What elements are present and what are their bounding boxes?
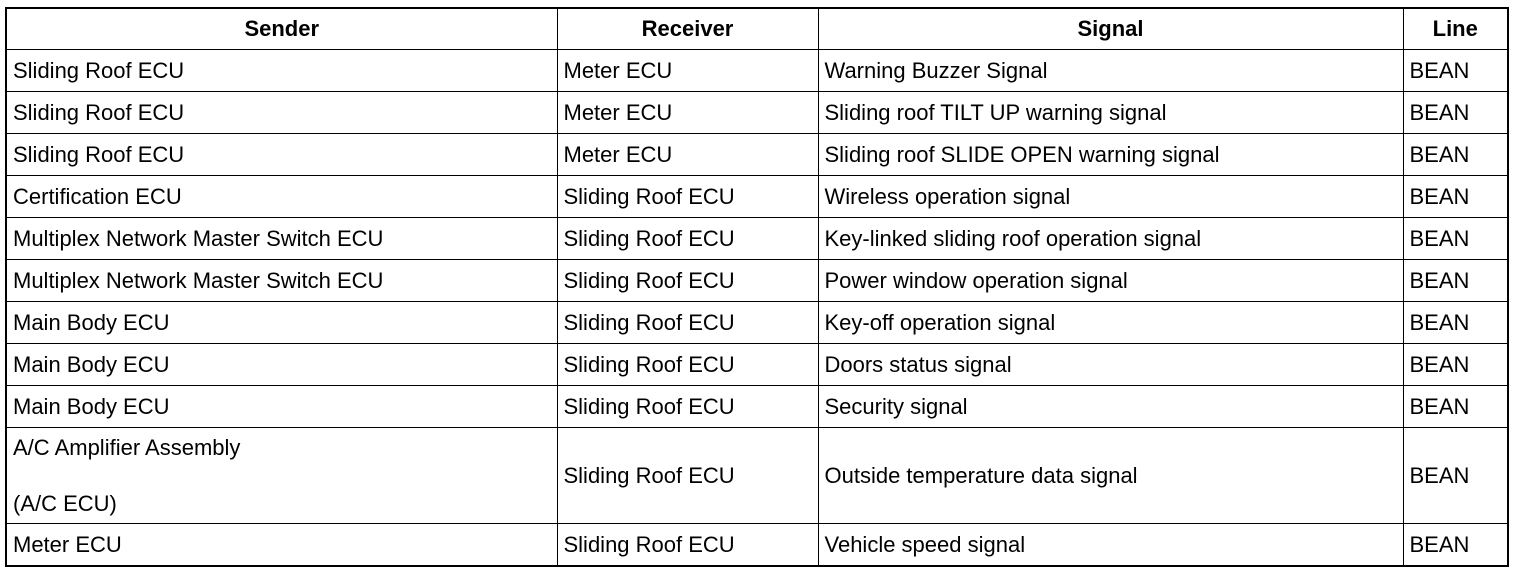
table-row: Sliding Roof ECU Meter ECU Sliding roof … xyxy=(5,91,1509,134)
header-receiver: Receiver xyxy=(556,7,819,50)
cell-line: BEAN xyxy=(1402,49,1509,92)
cell-signal: Warning Buzzer Signal xyxy=(817,49,1404,92)
cell-signal: Power window operation signal xyxy=(817,259,1404,302)
cell-sender: Main Body ECU xyxy=(5,385,558,428)
cell-signal: Key-linked sliding roof operation signal xyxy=(817,217,1404,260)
cell-line: BEAN xyxy=(1402,91,1509,134)
cell-receiver: Sliding Roof ECU xyxy=(556,427,819,524)
cell-receiver: Sliding Roof ECU xyxy=(556,301,819,344)
cell-receiver: Meter ECU xyxy=(556,91,819,134)
cell-line: BEAN xyxy=(1402,427,1509,524)
communication-table: Sender Receiver Signal Line Sliding Roof… xyxy=(5,7,1509,567)
cell-sender: Multiplex Network Master Switch ECU xyxy=(5,259,558,302)
header-line: Line xyxy=(1402,7,1509,50)
table-row: Main Body ECU Sliding Roof ECU Doors sta… xyxy=(5,343,1509,386)
table-row: Main Body ECU Sliding Roof ECU Key-off o… xyxy=(5,301,1509,344)
cell-receiver: Sliding Roof ECU xyxy=(556,259,819,302)
cell-line: BEAN xyxy=(1402,385,1509,428)
cell-receiver: Meter ECU xyxy=(556,133,819,176)
cell-signal: Security signal xyxy=(817,385,1404,428)
cell-signal: Sliding roof SLIDE OPEN warning signal xyxy=(817,133,1404,176)
cell-receiver: Sliding Roof ECU xyxy=(556,217,819,260)
table-row: Meter ECU Sliding Roof ECU Vehicle speed… xyxy=(5,523,1509,567)
cell-signal: Sliding roof TILT UP warning signal xyxy=(817,91,1404,134)
cell-signal: Outside temperature data signal xyxy=(817,427,1404,524)
cell-line: BEAN xyxy=(1402,133,1509,176)
cell-sender: Certification ECU xyxy=(5,175,558,218)
header-signal: Signal xyxy=(817,7,1404,50)
cell-sender: Sliding Roof ECU xyxy=(5,49,558,92)
table-row: Multiplex Network Master Switch ECU Slid… xyxy=(5,259,1509,302)
header-sender: Sender xyxy=(5,7,558,50)
table-row: Main Body ECU Sliding Roof ECU Security … xyxy=(5,385,1509,428)
cell-signal: Key-off operation signal xyxy=(817,301,1404,344)
cell-receiver: Sliding Roof ECU xyxy=(556,175,819,218)
cell-line: BEAN xyxy=(1402,217,1509,260)
cell-sender: Sliding Roof ECU xyxy=(5,91,558,134)
cell-line: BEAN xyxy=(1402,259,1509,302)
cell-receiver: Sliding Roof ECU xyxy=(556,523,819,567)
cell-line: BEAN xyxy=(1402,175,1509,218)
cell-receiver: Sliding Roof ECU xyxy=(556,385,819,428)
table-row: Multiplex Network Master Switch ECU Slid… xyxy=(5,217,1509,260)
cell-signal: Doors status signal xyxy=(817,343,1404,386)
cell-line: BEAN xyxy=(1402,523,1509,567)
cell-sender: Meter ECU xyxy=(5,523,558,567)
cell-receiver: Meter ECU xyxy=(556,49,819,92)
table-row: Sliding Roof ECU Meter ECU Warning Buzze… xyxy=(5,49,1509,92)
cell-signal: Vehicle speed signal xyxy=(817,523,1404,567)
cell-line: BEAN xyxy=(1402,301,1509,344)
table-row: Sliding Roof ECU Meter ECU Sliding roof … xyxy=(5,133,1509,176)
cell-sender-line2: (A/C ECU) xyxy=(13,490,117,516)
cell-sender-line1: A/C Amplifier Assembly xyxy=(13,434,241,460)
cell-sender: Main Body ECU xyxy=(5,343,558,386)
table-row: A/C Amplifier Assembly (A/C ECU) Sliding… xyxy=(5,427,1509,524)
cell-sender: Main Body ECU xyxy=(5,301,558,344)
header-row: Sender Receiver Signal Line xyxy=(5,7,1509,50)
cell-sender: Multiplex Network Master Switch ECU xyxy=(5,217,558,260)
cell-receiver: Sliding Roof ECU xyxy=(556,343,819,386)
cell-sender: A/C Amplifier Assembly (A/C ECU) xyxy=(5,427,558,524)
cell-signal: Wireless operation signal xyxy=(817,175,1404,218)
cell-sender: Sliding Roof ECU xyxy=(5,133,558,176)
cell-line: BEAN xyxy=(1402,343,1509,386)
table-row: Certification ECU Sliding Roof ECU Wirel… xyxy=(5,175,1509,218)
